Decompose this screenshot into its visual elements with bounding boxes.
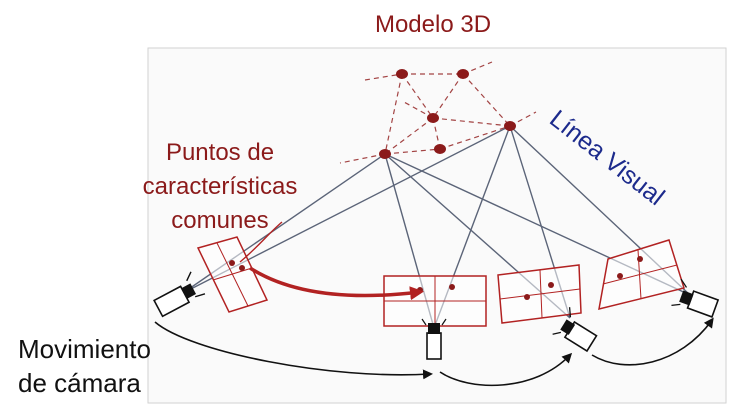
camera-icon: [153, 271, 206, 318]
feature-point-icon: [504, 121, 516, 131]
model-title: Modelo 3D: [375, 11, 491, 38]
feature-point-icon: [434, 144, 446, 154]
camera-motion-label-line-1: Movimiento: [18, 334, 151, 364]
model-mesh: [339, 61, 537, 164]
feature-point-icon: [449, 284, 455, 290]
feature-point-icon: [617, 273, 623, 279]
camera-icon: [552, 307, 598, 353]
feature-point-icon: [396, 69, 408, 79]
feature-point-icon: [239, 265, 245, 271]
image-plane-1: [196, 236, 269, 313]
features-label-line-2: características: [143, 173, 298, 200]
camera-motion-arrows: [154, 317, 714, 387]
image-plane-3: [497, 264, 582, 324]
camera-motion-label-line-2: de cámara: [18, 368, 141, 398]
feature-point-icon: [637, 256, 643, 262]
feature-point-icon: [379, 149, 391, 159]
camera-icon: [671, 278, 720, 318]
feature-point-icon: [524, 294, 530, 300]
projected-points: [229, 256, 643, 300]
feature-point-icon: [457, 69, 469, 79]
features-pointer: [239, 221, 283, 263]
features-label-line-1: Puntos de: [166, 139, 274, 166]
model-points: [379, 69, 516, 159]
camera-icon: [421, 318, 447, 360]
image-plane-2: [383, 275, 487, 327]
feature-match-arrow: [249, 266, 424, 301]
feature-point-icon: [427, 113, 439, 123]
feature-point-icon: [229, 260, 235, 266]
features-label-line-3: comunes: [171, 207, 268, 234]
feature-point-icon: [548, 282, 554, 288]
